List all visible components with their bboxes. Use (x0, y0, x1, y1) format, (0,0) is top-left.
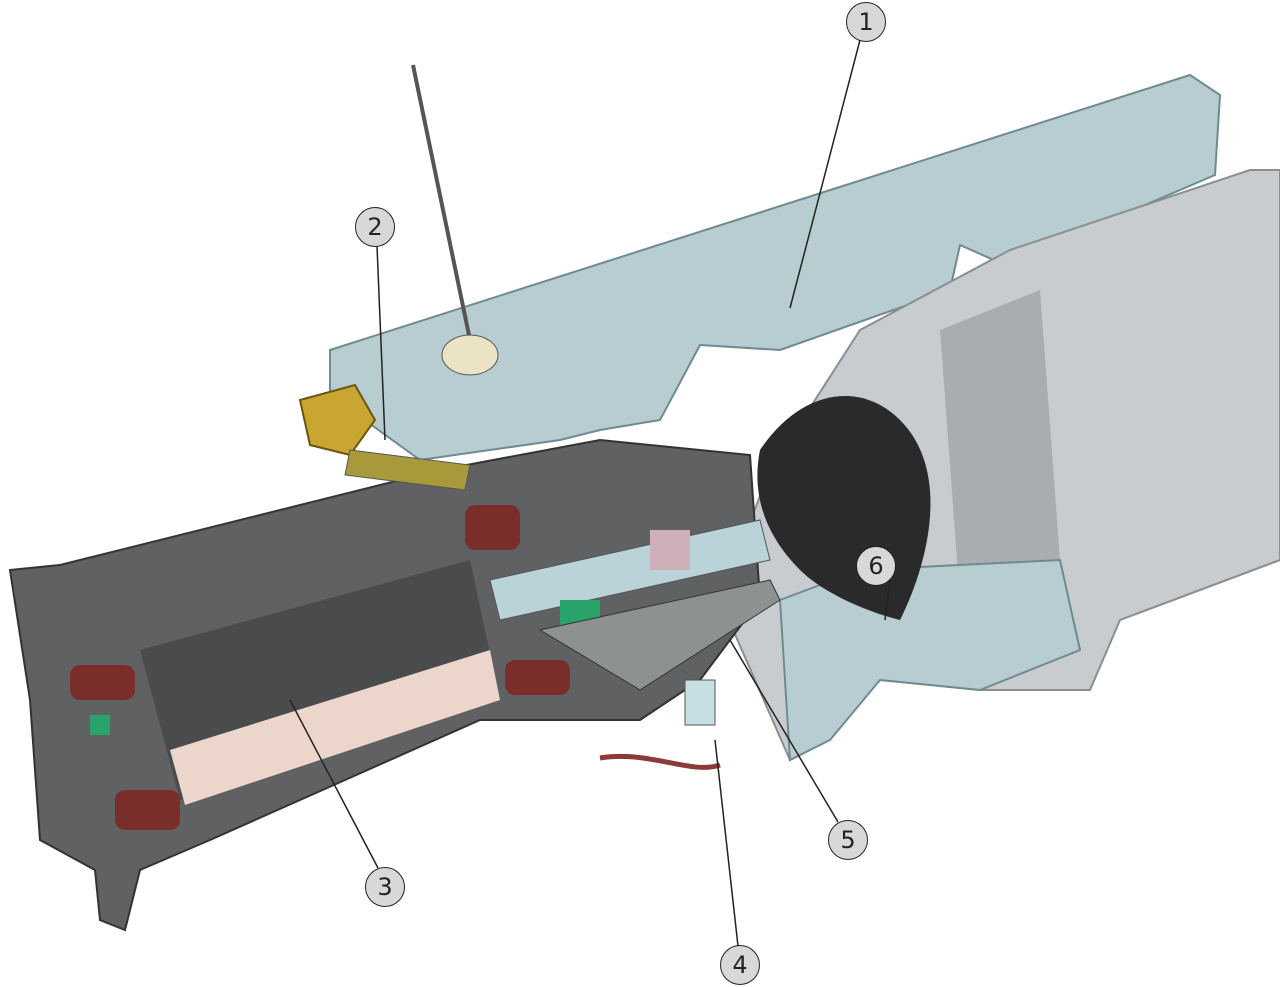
sensor-wire (599, 753, 721, 770)
callout-4: 4 (720, 945, 760, 985)
callout-5: 5 (828, 820, 868, 860)
coils (70, 505, 570, 830)
callout-1: 1 (846, 2, 886, 42)
brass-fitting (298, 383, 377, 457)
bracket-flap (778, 558, 1082, 762)
leader-lines (289, 39, 891, 947)
linkage-arm (538, 579, 781, 691)
callout-2: 2 (355, 207, 395, 247)
callout-3: 3 (365, 867, 405, 907)
callout-6: 6 (856, 546, 896, 586)
sensor (684, 679, 716, 726)
mounting-bracket (329, 73, 1222, 462)
seal-left (90, 715, 110, 735)
control-cable (411, 64, 472, 341)
housing-inner-wall (940, 290, 1060, 600)
lever (344, 449, 471, 491)
spring (650, 530, 690, 570)
cable-clamp (441, 334, 499, 376)
motor-band (170, 650, 500, 805)
